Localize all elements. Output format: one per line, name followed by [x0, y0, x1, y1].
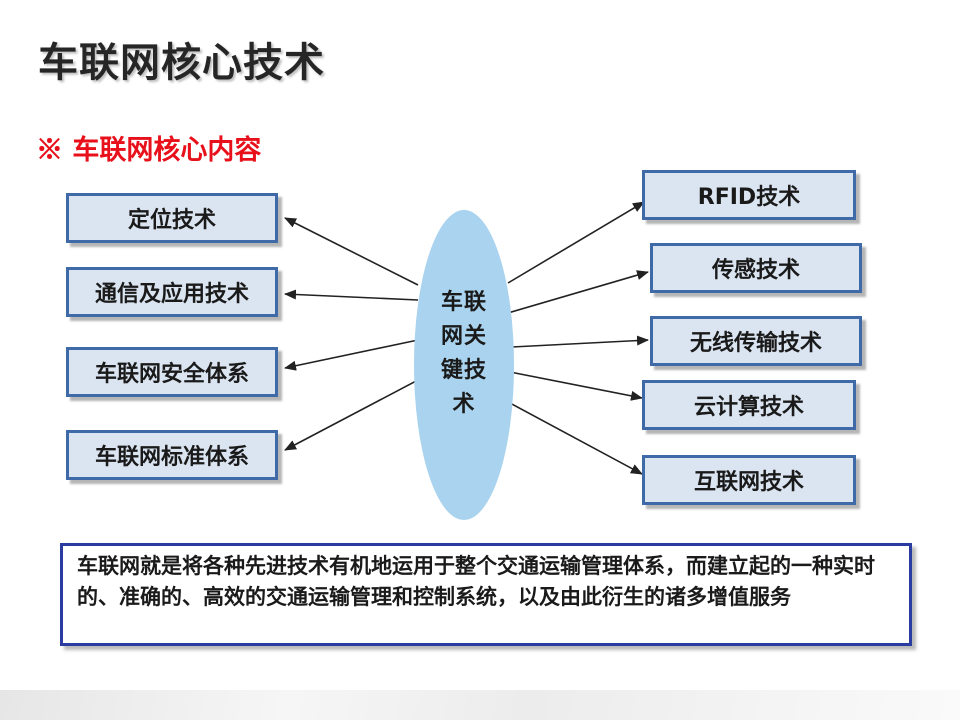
left-box-security: 车联网安全体系 — [66, 347, 278, 397]
right-box-cloud: 云计算技术 — [642, 380, 856, 430]
right-box-sensing: 传感技术 — [650, 243, 862, 293]
arrow-right-2 — [507, 270, 649, 314]
right-box-label: RFID技术 — [697, 185, 801, 210]
center-ellipse — [414, 210, 514, 520]
arrow-right-4 — [509, 371, 643, 401]
right-box-label: 互联网技术 — [693, 469, 804, 495]
right-box-rfid: RFID技术 — [642, 170, 856, 220]
arrow-left-4 — [284, 379, 419, 451]
center-label-line: 键技 — [440, 357, 487, 383]
left-box-standards: 车联网标准体系 — [66, 430, 278, 480]
right-box-internet: 互联网技术 — [642, 455, 856, 505]
center-label-line: 网关 — [440, 323, 487, 349]
bottom-decoration — [0, 690, 960, 720]
center-label-line: 车联 — [440, 289, 487, 315]
center-label: 车联 网关 键技 术 — [414, 285, 514, 421]
arrow-left-3 — [284, 339, 419, 371]
right-box-label: 无线传输技术 — [689, 330, 822, 356]
arrow-left-2 — [284, 289, 419, 301]
arrow-left-1 — [284, 217, 419, 286]
description-text: 车联网就是将各种先进技术有机地运用于整个交通运输管理体系，而建立起的一种实时的、… — [77, 553, 875, 609]
arrow-right-3 — [511, 335, 649, 348]
arrow-right-1 — [507, 201, 645, 284]
left-box-label: 通信及应用技术 — [94, 281, 249, 307]
left-box-label: 定位技术 — [127, 207, 216, 233]
section-subtitle: ※ 车联网核心内容 — [36, 135, 262, 166]
description-box: 车联网就是将各种先进技术有机地运用于整个交通运输管理体系，而建立起的一种实时的、… — [60, 543, 912, 646]
right-box-wireless: 无线传输技术 — [650, 316, 862, 366]
center-label-line: 术 — [452, 391, 476, 417]
left-box-communication: 通信及应用技术 — [66, 267, 278, 317]
left-box-positioning: 定位技术 — [66, 193, 278, 243]
left-box-label: 车联网标准体系 — [94, 444, 249, 470]
arrow-right-5 — [507, 401, 643, 475]
right-box-label: 云计算技术 — [693, 394, 804, 420]
right-box-label: 传感技术 — [711, 257, 800, 283]
slide-title: 车联网核心技术 — [38, 40, 325, 86]
left-box-label: 车联网安全体系 — [94, 361, 249, 387]
